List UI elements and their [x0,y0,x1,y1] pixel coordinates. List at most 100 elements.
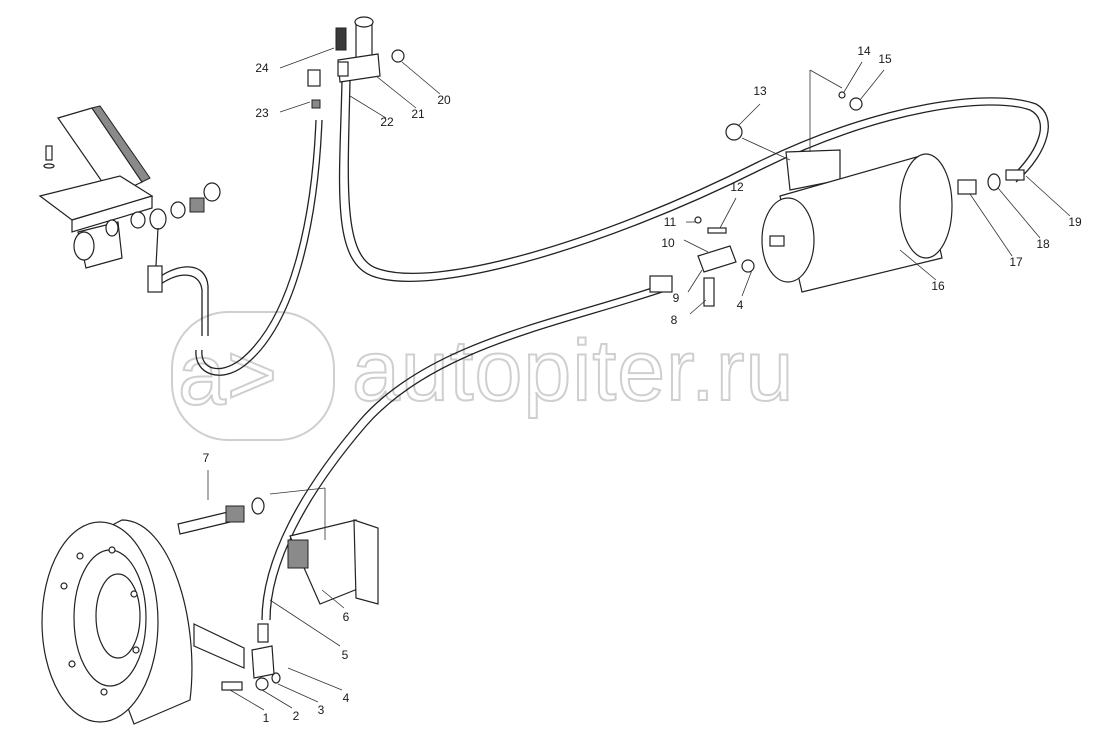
master-cylinder-outlet [105,219,119,237]
leader-4 [287,667,343,691]
washer-7 [251,497,265,515]
sealing-ring [170,201,186,219]
ring-23 [311,99,321,109]
leader-14 [843,61,863,93]
leader-22 [349,95,387,119]
valve-block-assembly [307,16,405,109]
nut-13-line [741,137,791,161]
leader-16 [899,249,937,281]
tee-fitting-assembly [649,216,755,307]
bracket-leader [269,487,326,495]
bracket-assembly [177,487,379,605]
leader-4b [741,269,753,297]
callout-7: 7 [203,451,210,465]
callout-8: 8 [671,313,678,327]
hose-to-pedal-edge [195,119,323,376]
pedal-arm-edge [91,105,151,183]
callout-24: 24 [255,61,269,75]
fitting-nut [203,182,221,202]
callout-4: 4 [343,691,350,705]
callout-19: 19 [1068,215,1082,229]
brake-pedal-assembly [38,105,221,293]
leader-12 [719,197,737,229]
drum-stud [68,660,76,668]
hose-main-upper [338,79,1041,282]
leader-10 [683,239,709,253]
leader-20 [401,61,441,95]
adapter-17 [957,179,977,195]
leader-1 [229,689,265,711]
watermark: a> autopiter.ru [171,311,794,441]
banjo-ring [149,208,167,230]
air-receiver-16 [725,91,1025,293]
bracket-8 [703,277,715,307]
hose-end-19 [1005,169,1025,181]
callout-21: 21 [411,107,425,121]
pedal-base-side [71,195,153,233]
callout-17: 17 [1009,255,1023,269]
leader-23 [279,101,311,113]
nut-11 [694,216,702,224]
leader-17 [969,193,1013,257]
hose-lines [157,79,1049,621]
drum-stud [60,582,68,590]
brake-lever [193,623,245,669]
callout-23: 23 [255,106,269,120]
washer-14 [838,91,846,99]
hose-to-wheel [261,283,665,621]
watermark-text: autopiter.ru [352,323,794,419]
clip [287,539,309,569]
callout-2: 2 [293,709,300,723]
callout-9: 9 [673,291,680,305]
brake-drum-assembly [41,519,281,725]
washer-2 [255,677,269,691]
receiver-bracket-line [809,69,843,89]
leader-lines [207,47,1071,711]
bolt-7 [177,511,231,535]
callout-22: 22 [380,115,394,129]
callout-4: 4 [737,298,744,312]
bolt-12 [707,227,727,234]
callout-16: 16 [931,279,945,293]
leader-3 [277,683,319,703]
hose-end-fitting [257,623,269,643]
watermark-logo-badge [171,311,335,441]
valve-cap [354,16,374,28]
leader-2 [261,689,293,709]
master-cylinder-port [73,231,95,261]
washer-4 [741,259,755,273]
hose-main-upper-edge [347,79,1049,274]
ring-18 [987,173,1001,191]
drum-stud [132,646,140,654]
pedal-bolt [45,145,53,161]
tee-fitting [697,245,737,273]
drum-hub [95,573,141,659]
bracket-6-plate [353,519,379,605]
leader-21 [375,75,417,109]
leader-13 [737,103,761,127]
callout-12: 12 [730,180,744,194]
banjo-stem [155,227,159,267]
spring-7 [225,505,245,523]
callout-14: 14 [857,44,871,58]
leader-8 [689,299,707,315]
callout-5: 5 [342,648,349,662]
hose-nut-9 [649,275,673,293]
washer-3 [271,672,281,684]
callout-1: 1 [263,711,270,725]
leader-9 [687,269,703,293]
hose-pedal-link [157,266,209,336]
hose-fitting [251,645,275,679]
callout-15: 15 [878,52,892,66]
banjo-fitting [147,265,163,293]
elbow-23 [307,69,321,87]
callout-6: 6 [343,610,350,624]
drum-stud [76,552,84,560]
leader-5 [269,599,341,647]
nut-13 [725,123,743,141]
leader-18 [997,187,1041,239]
washer [130,211,146,229]
spring [189,197,205,213]
